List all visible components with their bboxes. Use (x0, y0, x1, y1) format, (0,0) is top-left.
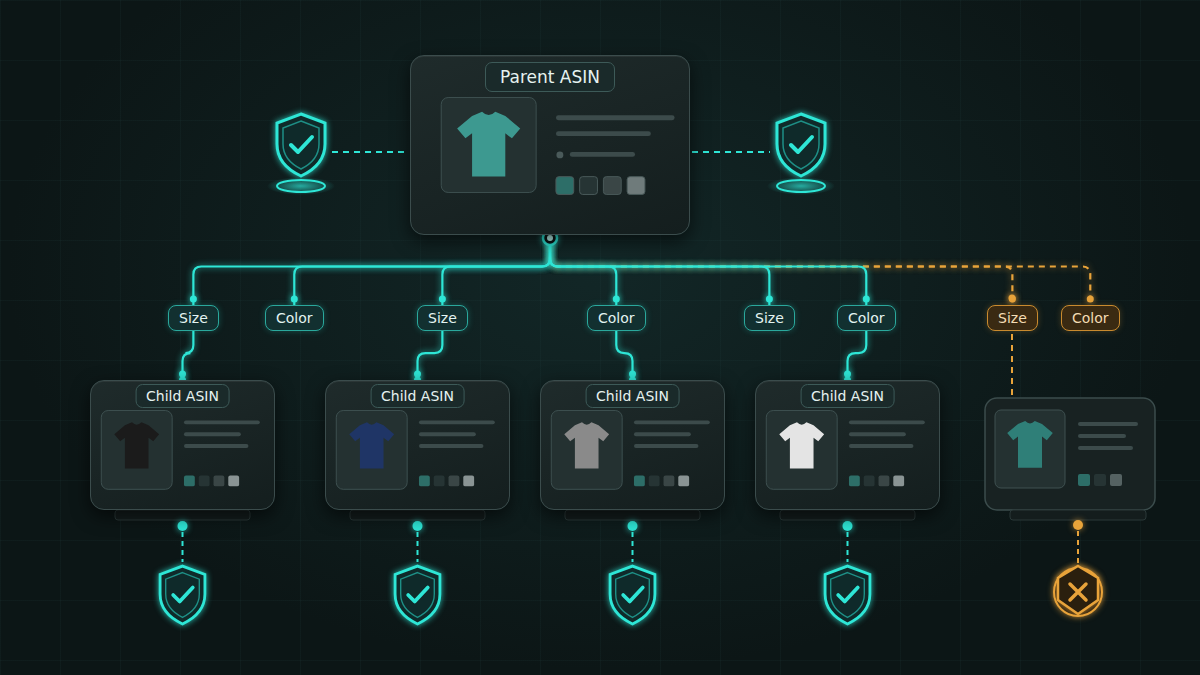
rejected-variant (985, 295, 1155, 617)
junction-dot (190, 296, 197, 303)
dashed-connector (550, 235, 1090, 305)
tree-connector (550, 235, 616, 305)
card-title: Parent ASIN (485, 62, 615, 92)
child-verification (115, 510, 915, 624)
junction-dot (613, 296, 620, 303)
junction-dot (863, 296, 870, 303)
parent-card: Parent ASIN (410, 55, 690, 235)
card-title: Child ASIN (370, 384, 465, 408)
tree-connector (193, 235, 550, 305)
attribute-tag: Color (837, 305, 896, 331)
junction-dot (844, 371, 851, 378)
attribute-tag: Size (417, 305, 468, 331)
junction-dot (629, 371, 636, 378)
tag-label: Size (755, 310, 784, 326)
attribute-tag: Color (265, 305, 324, 331)
junction-dot (439, 296, 446, 303)
dashed-connector (550, 235, 1012, 305)
child-card: Child ASIN (755, 380, 940, 510)
card-title: Child ASIN (585, 384, 680, 408)
tree-connector (418, 331, 443, 380)
tree-connector (550, 235, 769, 305)
junction-dot (414, 371, 421, 378)
child-card: Child ASIN (90, 380, 275, 510)
junction-dot (179, 371, 186, 378)
card-title: Child ASIN (135, 384, 230, 408)
junction-dot (1087, 296, 1094, 303)
tag-label: Color (598, 310, 635, 326)
attribute-tag: Size (168, 305, 219, 331)
tree-connector (550, 235, 866, 305)
attribute-tag: Color (587, 305, 646, 331)
attribute-tag: Size (987, 305, 1038, 331)
root-dot-core (547, 235, 553, 241)
child-card: Child ASIN (540, 380, 725, 510)
card-title: Child ASIN (800, 384, 895, 408)
tag-label: Color (276, 310, 313, 326)
junction-dot (291, 296, 298, 303)
child-card: Child ASIN (325, 380, 510, 510)
tag-label: Size (179, 310, 208, 326)
tag-label: Color (848, 310, 885, 326)
junction-dot (766, 296, 773, 303)
tree-connector (294, 235, 550, 305)
tag-label: Size (428, 310, 457, 326)
tag-label: Color (1072, 310, 1109, 326)
attribute-tag: Color (1061, 305, 1120, 331)
tree-connector (442, 235, 550, 305)
junction-dot (1009, 296, 1016, 303)
tag-label: Size (998, 310, 1027, 326)
attribute-tag: Size (744, 305, 795, 331)
